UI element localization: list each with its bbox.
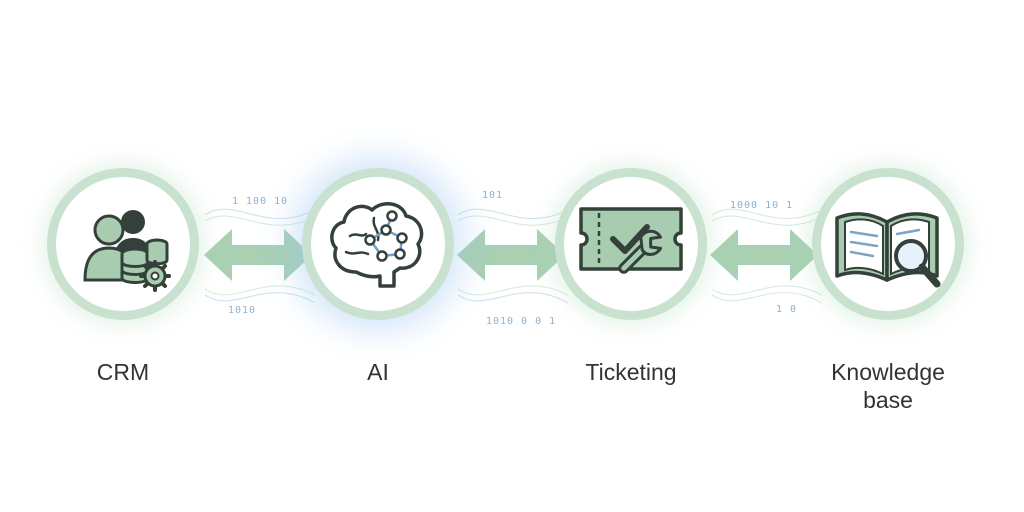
data-flow-wave-3	[712, 208, 822, 304]
binary-snippet: 1010 0 0 1	[486, 316, 557, 327]
binary-snippet: 101	[482, 190, 504, 201]
node-label-line: base	[863, 387, 913, 413]
node-label: AI	[278, 358, 478, 386]
ticket-check-wrench-icon	[579, 207, 683, 274]
binary-snippet: 1000 10 1	[730, 200, 794, 211]
bidirectional-arrow-icon	[457, 229, 565, 281]
binary-snippet: 1 0	[776, 304, 798, 315]
crm-node	[47, 168, 199, 320]
bidirectional-arrow-icon	[710, 229, 818, 281]
node-label-line: Ticketing	[585, 359, 677, 385]
bidirectional-arrow-icon	[204, 229, 312, 281]
node-label: Ticketing	[531, 358, 731, 386]
node-label-line: AI	[367, 359, 389, 385]
ticketing-node	[555, 168, 707, 320]
binary-snippet: 1 100 10	[232, 196, 289, 207]
brain-network-icon	[330, 202, 424, 288]
node-label: Knowledge base	[788, 358, 988, 414]
data-flow-wave-1	[205, 208, 315, 304]
knowledge-base-node	[812, 168, 964, 320]
data-flow-wave-2	[458, 208, 568, 304]
node-label-line: CRM	[96, 359, 150, 385]
ai-node	[302, 168, 454, 320]
node-label-line: Knowledge	[831, 359, 945, 385]
open-book-magnifier-icon	[835, 212, 941, 288]
users-database-gear-icon	[83, 210, 171, 292]
binary-snippet: 1010	[228, 305, 257, 316]
node-label: CRM	[23, 358, 223, 386]
